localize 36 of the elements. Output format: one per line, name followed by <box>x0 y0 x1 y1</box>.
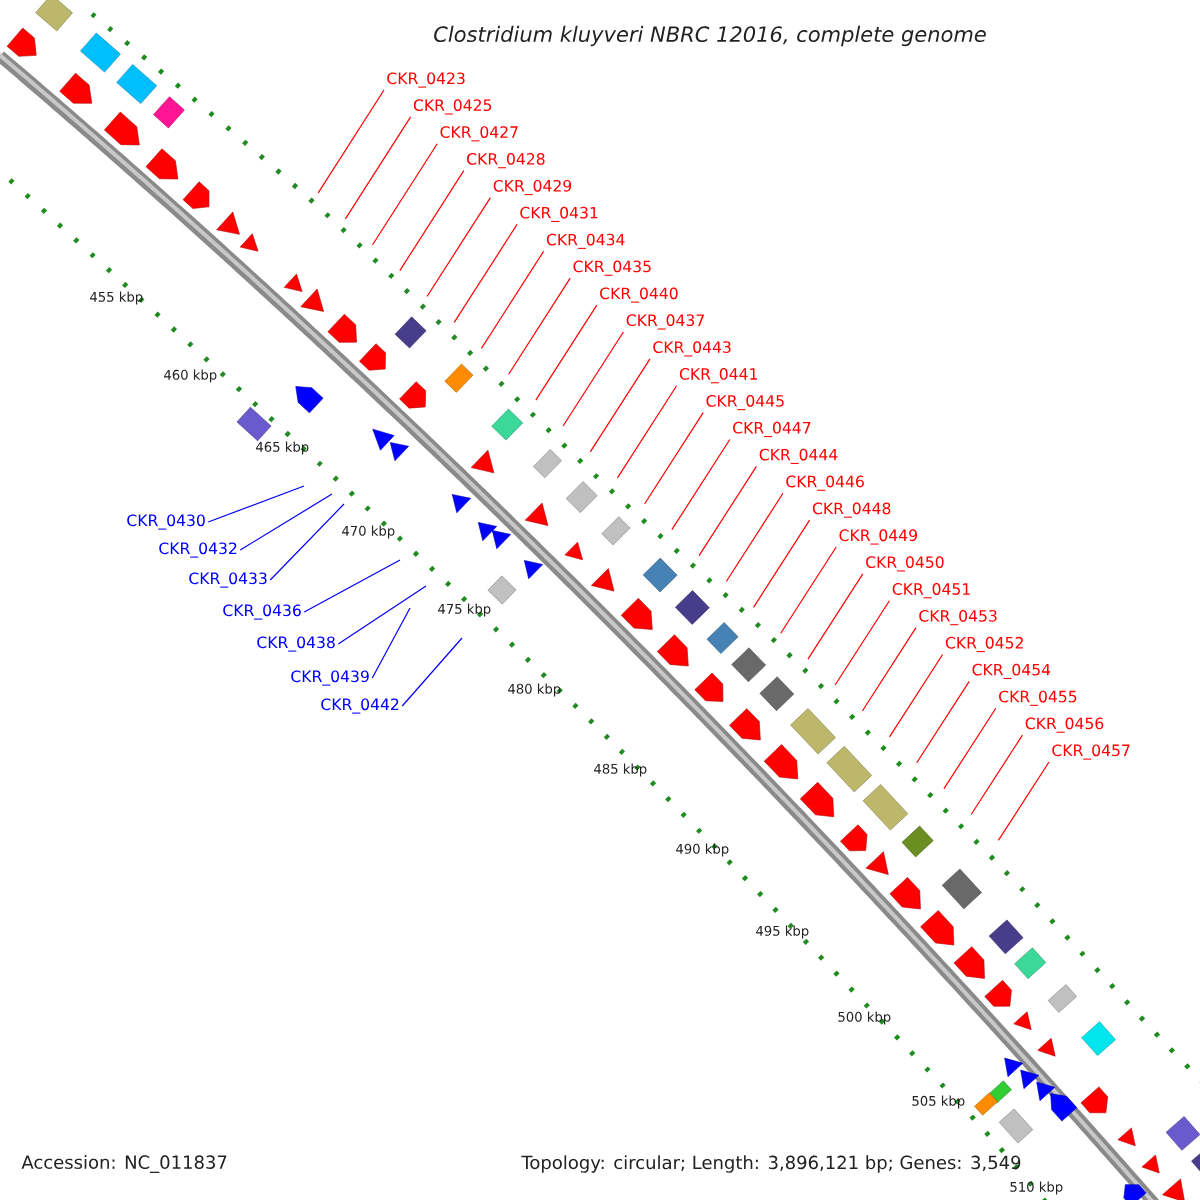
leader-line <box>943 707 997 790</box>
title: Clostridium kluyveri NBRC 12016, complete genome <box>434 25 986 47</box>
leader-line <box>399 170 465 272</box>
leader-line <box>269 503 345 581</box>
leader-line <box>344 116 412 220</box>
leader-line <box>508 277 571 375</box>
leader-line <box>752 519 811 608</box>
leader-line <box>916 680 970 764</box>
leader-line <box>616 385 678 479</box>
leader-line <box>303 559 401 613</box>
leader-line <box>453 223 518 324</box>
leader-line <box>372 143 438 246</box>
leader-line <box>426 196 491 298</box>
leader-line <box>807 573 864 660</box>
leader-line <box>725 492 784 583</box>
info-text: Topology: circular; Length: 3,896,121 bp; Genes: 3,549 <box>521 1155 1021 1173</box>
leader-line <box>207 485 305 523</box>
leader-line <box>337 585 427 645</box>
leader-line <box>671 438 731 531</box>
leader-line <box>970 734 1023 816</box>
leader-line <box>317 89 385 194</box>
info-text: Accession: NC_011837 <box>21 1155 227 1173</box>
leader-line <box>861 627 917 712</box>
leader-line <box>371 607 411 679</box>
leader-line <box>644 412 704 505</box>
leader-line <box>480 250 545 349</box>
leader-line <box>562 331 624 427</box>
leader-line <box>535 304 598 401</box>
leader-line <box>834 600 890 686</box>
leader-line <box>780 546 837 634</box>
leader-line <box>888 653 944 738</box>
leader-line <box>239 493 333 551</box>
leader-line <box>698 465 757 557</box>
leader-line <box>589 358 651 453</box>
leader-line <box>997 761 1050 842</box>
leader-line <box>401 637 463 707</box>
